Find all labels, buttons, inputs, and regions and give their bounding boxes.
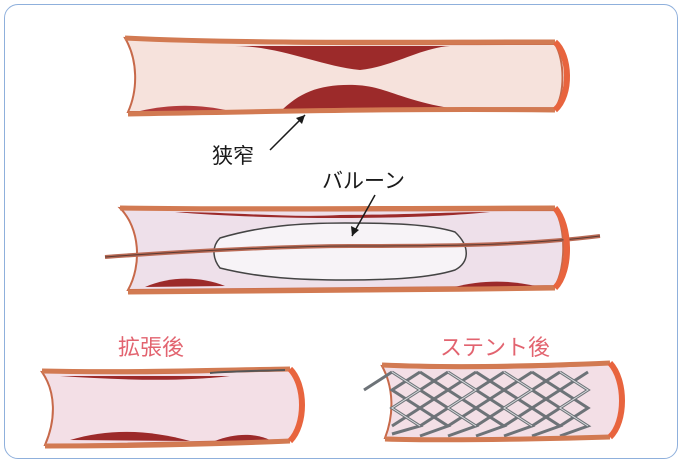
vessel-stenosis-wall-top [125, 38, 555, 42]
label-stenosis: 狭窄 [212, 140, 254, 170]
vessel-dilated [42, 369, 302, 446]
label-after-dilation: 拡張後 [118, 330, 184, 362]
vessel-stented-wall-bottom [385, 437, 610, 440]
vessel-balloon [105, 208, 600, 292]
balloon [214, 223, 466, 280]
vessel-balloon-wall-top [120, 208, 555, 209]
label-after-stent: ステント後 [440, 330, 550, 362]
vessel-stenosis [125, 38, 567, 114]
label-balloon: バルーン [322, 165, 405, 195]
vessel-stented [364, 363, 622, 440]
vessel-stented-wall-top [382, 363, 610, 366]
vessel-dilated-lumen [42, 370, 301, 445]
